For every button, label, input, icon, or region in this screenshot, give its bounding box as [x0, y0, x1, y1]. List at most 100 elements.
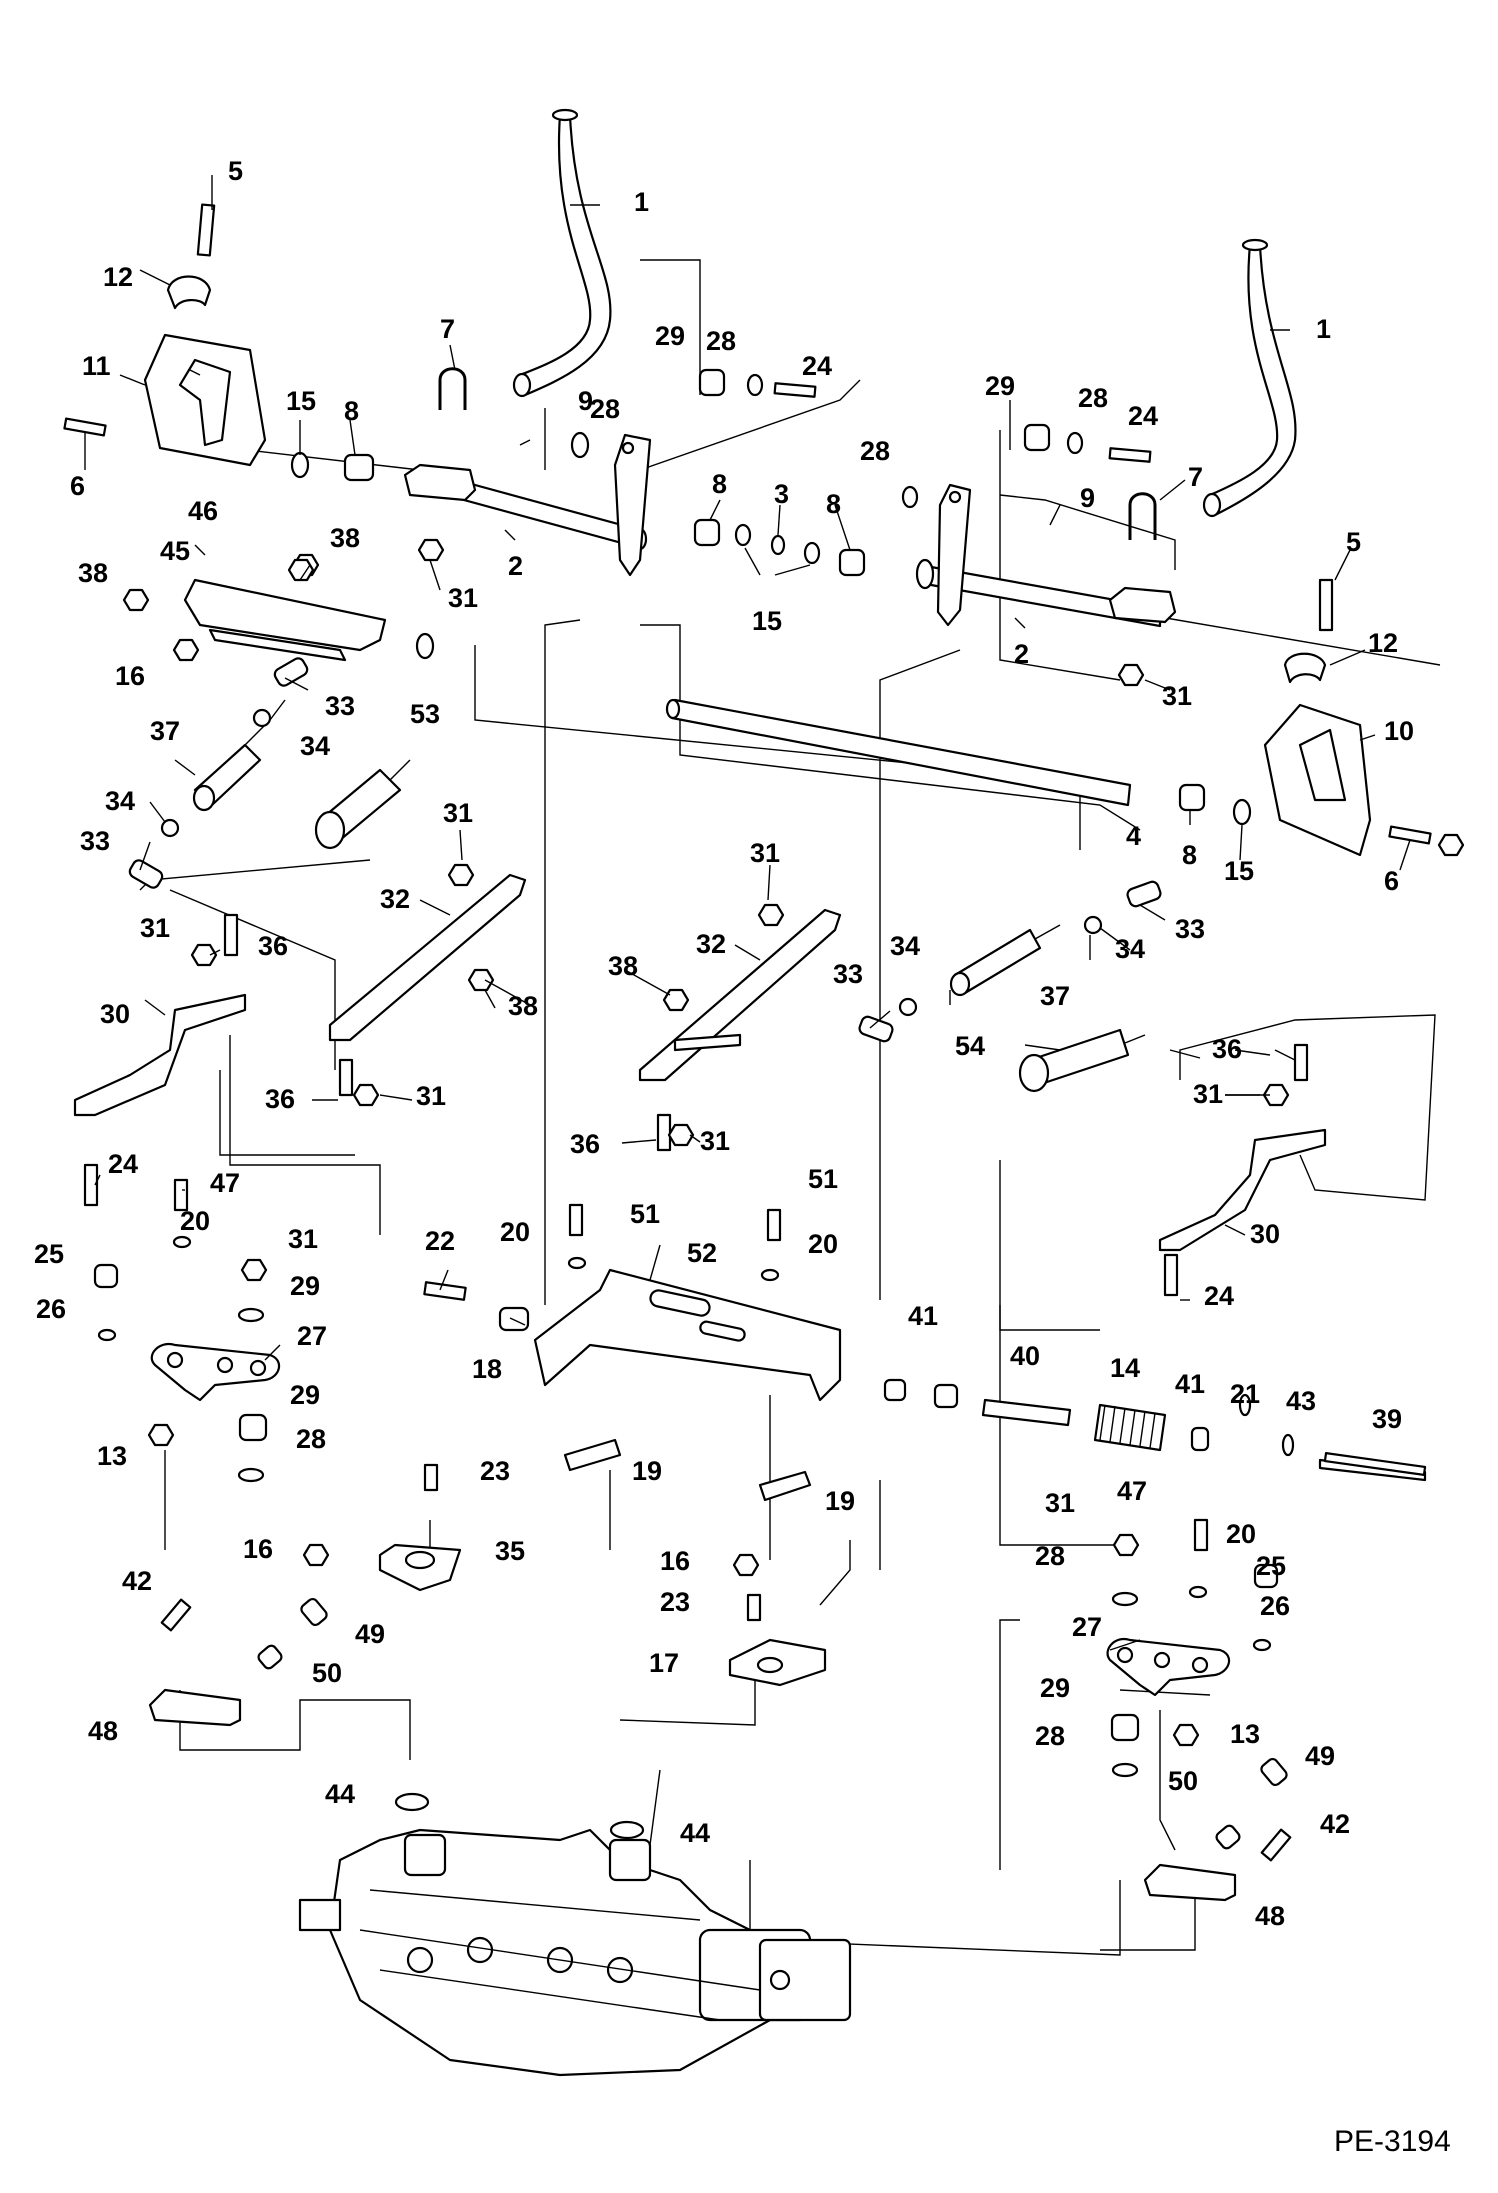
- right-damper: [949, 924, 1061, 997]
- right-clevis-block: [1143, 1863, 1237, 1902]
- callout-5: 5: [228, 156, 243, 186]
- callout-28: 28: [296, 1424, 326, 1454]
- callout-24: 24: [1204, 1281, 1234, 1311]
- callout-36: 36: [1212, 1034, 1242, 1064]
- callout-8: 8: [344, 396, 359, 426]
- callout-6: 6: [70, 471, 85, 501]
- left-pivot-plate: [150, 1342, 281, 1402]
- callout-5: 5: [1346, 527, 1361, 557]
- callout-31: 31: [1193, 1079, 1223, 1109]
- callout-51: 51: [630, 1199, 660, 1229]
- callout-21: 21: [1230, 1379, 1260, 1409]
- right-control-shaft: [915, 558, 1441, 666]
- left-clamp: [166, 275, 212, 310]
- callout-8: 8: [712, 469, 727, 499]
- callout-16: 16: [660, 1546, 690, 1576]
- callout-28: 28: [1078, 383, 1108, 413]
- callout-4: 4: [1126, 821, 1141, 851]
- callout-37: 37: [1040, 981, 1070, 1011]
- callout-18: 18: [472, 1354, 502, 1384]
- callout-50: 50: [1168, 1766, 1198, 1796]
- callout-16: 16: [243, 1534, 273, 1564]
- callout-40: 40: [1010, 1341, 1040, 1371]
- callout-26: 26: [1260, 1591, 1290, 1621]
- callout-labels: 1 1 2 2 3 4 5 5 6 6 7 7 8 8 8 8 9 9 10 1…: [34, 156, 1414, 1931]
- center-mounting-plate: [533, 1268, 842, 1402]
- right-linkage-bar: [638, 908, 842, 1082]
- left-steering-lever: [512, 108, 612, 398]
- left-linkage-bar: [328, 873, 527, 1042]
- hydrostatic-pump: [298, 1828, 852, 2077]
- callout-9: 9: [1080, 483, 1095, 513]
- callout-44: 44: [325, 1779, 355, 1809]
- callout-7: 7: [440, 314, 455, 344]
- callout-23: 23: [480, 1456, 510, 1486]
- callout-50: 50: [312, 1658, 342, 1688]
- callout-47: 47: [1117, 1476, 1147, 1506]
- callout-24: 24: [108, 1149, 138, 1179]
- left-ubolt-clamp: [403, 367, 477, 502]
- callout-36: 36: [265, 1084, 295, 1114]
- callout-53: 53: [410, 699, 440, 729]
- left-upper-link-arm: [613, 433, 652, 577]
- control-arm: [183, 578, 387, 662]
- right-damper-cylinder: [1018, 1028, 1146, 1093]
- callout-31: 31: [416, 1081, 446, 1111]
- callout-34: 34: [890, 931, 920, 961]
- callout-38: 38: [330, 523, 360, 553]
- callout-2: 2: [508, 551, 523, 581]
- callout-23: 23: [660, 1587, 690, 1617]
- callout-51: 51: [808, 1164, 838, 1194]
- callout-32: 32: [380, 884, 410, 914]
- callout-33: 33: [80, 826, 110, 856]
- callout-27: 27: [1072, 1612, 1102, 1642]
- left-clevis-block: [148, 1688, 242, 1727]
- callout-34: 34: [300, 731, 330, 761]
- callout-29: 29: [290, 1271, 320, 1301]
- callout-29: 29: [655, 321, 685, 351]
- callout-25: 25: [1256, 1551, 1286, 1581]
- left-mounting-bracket: [143, 333, 267, 467]
- spring-rod: [981, 1398, 1072, 1427]
- callout-38: 38: [508, 991, 538, 1021]
- left-damper: [192, 719, 271, 812]
- callout-36: 36: [258, 931, 288, 961]
- callout-37: 37: [150, 716, 180, 746]
- callout-31: 31: [750, 838, 780, 868]
- callout-29: 29: [985, 371, 1015, 401]
- callout-20: 20: [808, 1229, 838, 1259]
- callout-16: 16: [115, 661, 145, 691]
- callout-14: 14: [1110, 1353, 1140, 1383]
- callout-42: 42: [122, 1566, 152, 1596]
- callout-10: 10: [1384, 716, 1414, 746]
- callout-48: 48: [1255, 1901, 1285, 1931]
- callout-33: 33: [1175, 914, 1205, 944]
- callout-12: 12: [103, 262, 133, 292]
- callout-36: 36: [570, 1129, 600, 1159]
- callout-19: 19: [825, 1486, 855, 1516]
- callout-31: 31: [1045, 1488, 1075, 1518]
- assembly-lines: [139, 259, 1436, 1956]
- callout-28: 28: [1035, 1721, 1065, 1751]
- spring: [1093, 1403, 1167, 1452]
- callout-49: 49: [355, 1619, 385, 1649]
- callout-38: 38: [78, 558, 108, 588]
- right-mounting-bracket: [1263, 703, 1372, 857]
- callout-19: 19: [632, 1456, 662, 1486]
- leader-lines: [84, 175, 1411, 1651]
- callout-44: 44: [680, 1818, 710, 1848]
- callout-45: 45: [160, 536, 190, 566]
- callout-42: 42: [1320, 1809, 1350, 1839]
- callout-12: 12: [1368, 628, 1398, 658]
- hardware: [63, 203, 1465, 1862]
- right-support-bracket: [728, 1638, 827, 1687]
- left-support-bracket: [378, 1543, 462, 1592]
- callout-25: 25: [34, 1239, 64, 1269]
- callout-33: 33: [325, 691, 355, 721]
- right-clamp: [1283, 652, 1327, 684]
- callout-31: 31: [140, 913, 170, 943]
- callout-33: 33: [833, 959, 863, 989]
- right-pivot-plate: [1106, 1637, 1231, 1697]
- callout-8: 8: [1182, 840, 1197, 870]
- callout-30: 30: [100, 999, 130, 1029]
